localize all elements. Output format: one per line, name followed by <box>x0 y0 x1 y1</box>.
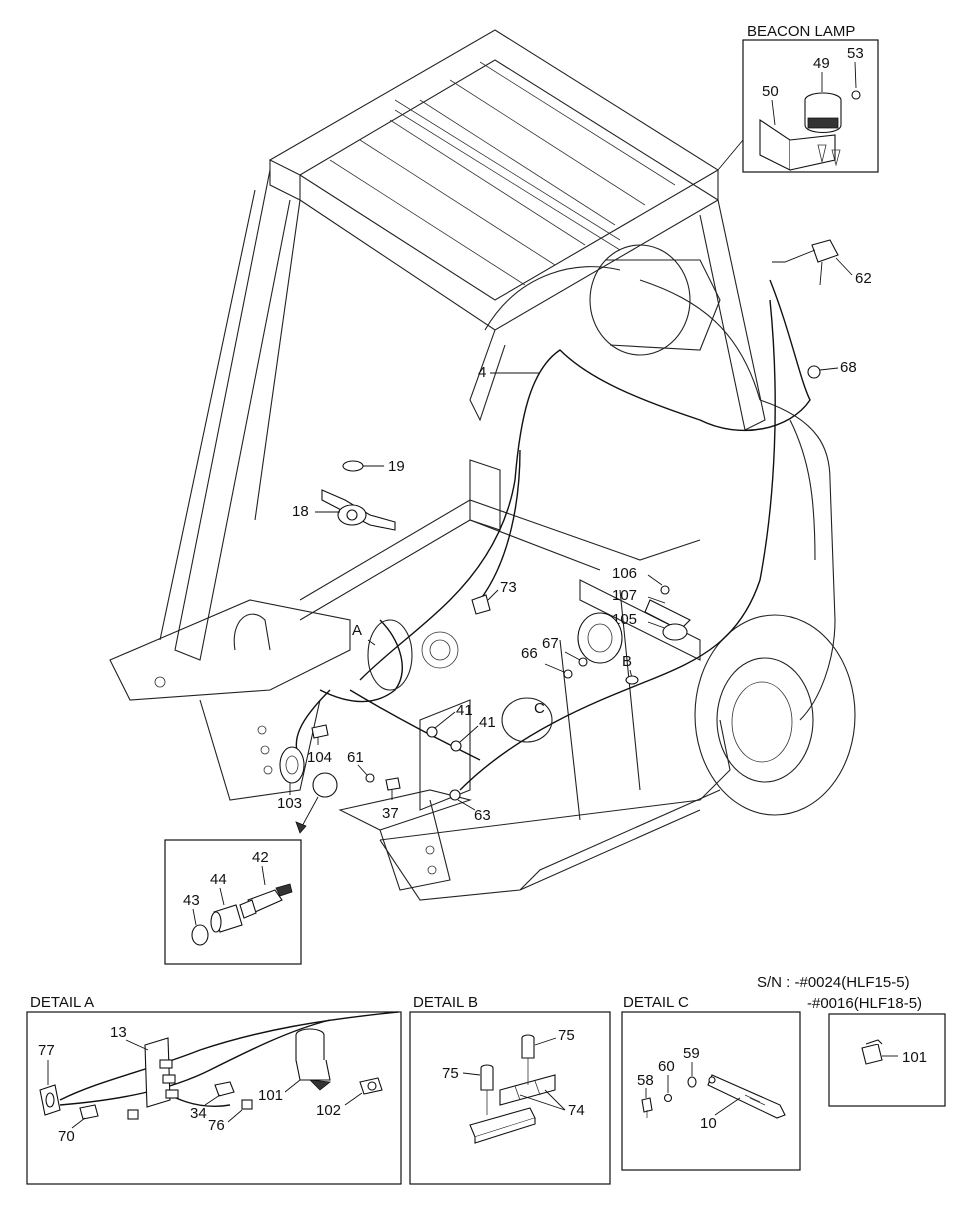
callout-19: 19 <box>388 458 405 475</box>
beacon-title: BEACON LAMP <box>747 23 855 40</box>
detail-a-callout-101: 101 <box>258 1087 283 1104</box>
callout-43: 43 <box>183 892 200 909</box>
callout-106: 106 <box>612 565 637 582</box>
callout-41-b: 41 <box>479 714 496 731</box>
callout-50: 50 <box>762 83 779 100</box>
sensor-detail-box: 42 44 43 <box>164 839 302 965</box>
callout-62: 62 <box>855 270 872 287</box>
callout-63: 63 <box>474 807 491 824</box>
callout-B: B <box>622 653 632 670</box>
detail-b-callout-75-a: 75 <box>442 1065 459 1082</box>
detail-c-callout-60: 60 <box>658 1058 675 1075</box>
serial-callout-101: 101 <box>902 1049 927 1066</box>
callout-53: 53 <box>847 45 864 62</box>
main-callouts: 62 68 4 19 18 73 106 107 105 67 <box>277 239 872 834</box>
callout-73: 73 <box>500 579 517 596</box>
callout-37: 37 <box>382 805 399 822</box>
wiring-harness <box>295 279 811 791</box>
detail-a-callout-34: 34 <box>190 1105 207 1122</box>
callout-66: 66 <box>521 645 538 662</box>
serial-part-box: 101 <box>828 1013 946 1107</box>
detail-c-callout-10: 10 <box>700 1115 717 1132</box>
callout-103: 103 <box>277 795 302 812</box>
detail-a-callout-13: 13 <box>110 1024 127 1041</box>
detail-a-callout-70: 70 <box>58 1128 75 1145</box>
detail-a-box: DETAIL A 77 13 34 101 102 70 <box>26 994 402 1185</box>
callout-A: A <box>352 622 362 639</box>
callout-67: 67 <box>542 635 559 652</box>
callout-49: 49 <box>813 55 830 72</box>
detail-a-title: DETAIL A <box>30 994 94 1011</box>
callout-68: 68 <box>840 359 857 376</box>
detail-c-box: DETAIL C 58 60 59 10 <box>621 994 801 1171</box>
detail-a-callout-102: 102 <box>316 1102 341 1119</box>
detail-b-callout-74: 74 <box>568 1102 585 1119</box>
callout-44: 44 <box>210 871 227 888</box>
truck-body <box>109 244 856 901</box>
callout-C: C <box>534 700 545 717</box>
beacon-lamp-box: BEACON LAMP 49 53 50 <box>717 23 879 173</box>
callout-18: 18 <box>292 503 309 520</box>
detail-b-callout-75-b: 75 <box>558 1027 575 1044</box>
overhead-guard <box>159 29 766 661</box>
serial-note-line1: S/N : -#0024(HLF15-5) <box>757 974 910 991</box>
detail-b-title: DETAIL B <box>413 994 478 1011</box>
detail-a-callout-77: 77 <box>38 1042 55 1059</box>
detail-a-callout-76: 76 <box>208 1117 225 1134</box>
detail-b-box: DETAIL B 74 75 75 <box>409 994 611 1185</box>
detail-c-callout-58: 58 <box>637 1072 654 1089</box>
callout-61: 61 <box>347 749 364 766</box>
callout-41-a: 41 <box>456 702 473 719</box>
callout-4: 4 <box>478 364 486 381</box>
serial-note-line2: -#0016(HLF18-5) <box>807 995 922 1012</box>
callout-42: 42 <box>252 849 269 866</box>
detail-c-callout-59: 59 <box>683 1045 700 1062</box>
callout-107: 107 <box>612 587 637 604</box>
callout-104: 104 <box>307 749 332 766</box>
detail-c-title: DETAIL C <box>623 994 689 1011</box>
